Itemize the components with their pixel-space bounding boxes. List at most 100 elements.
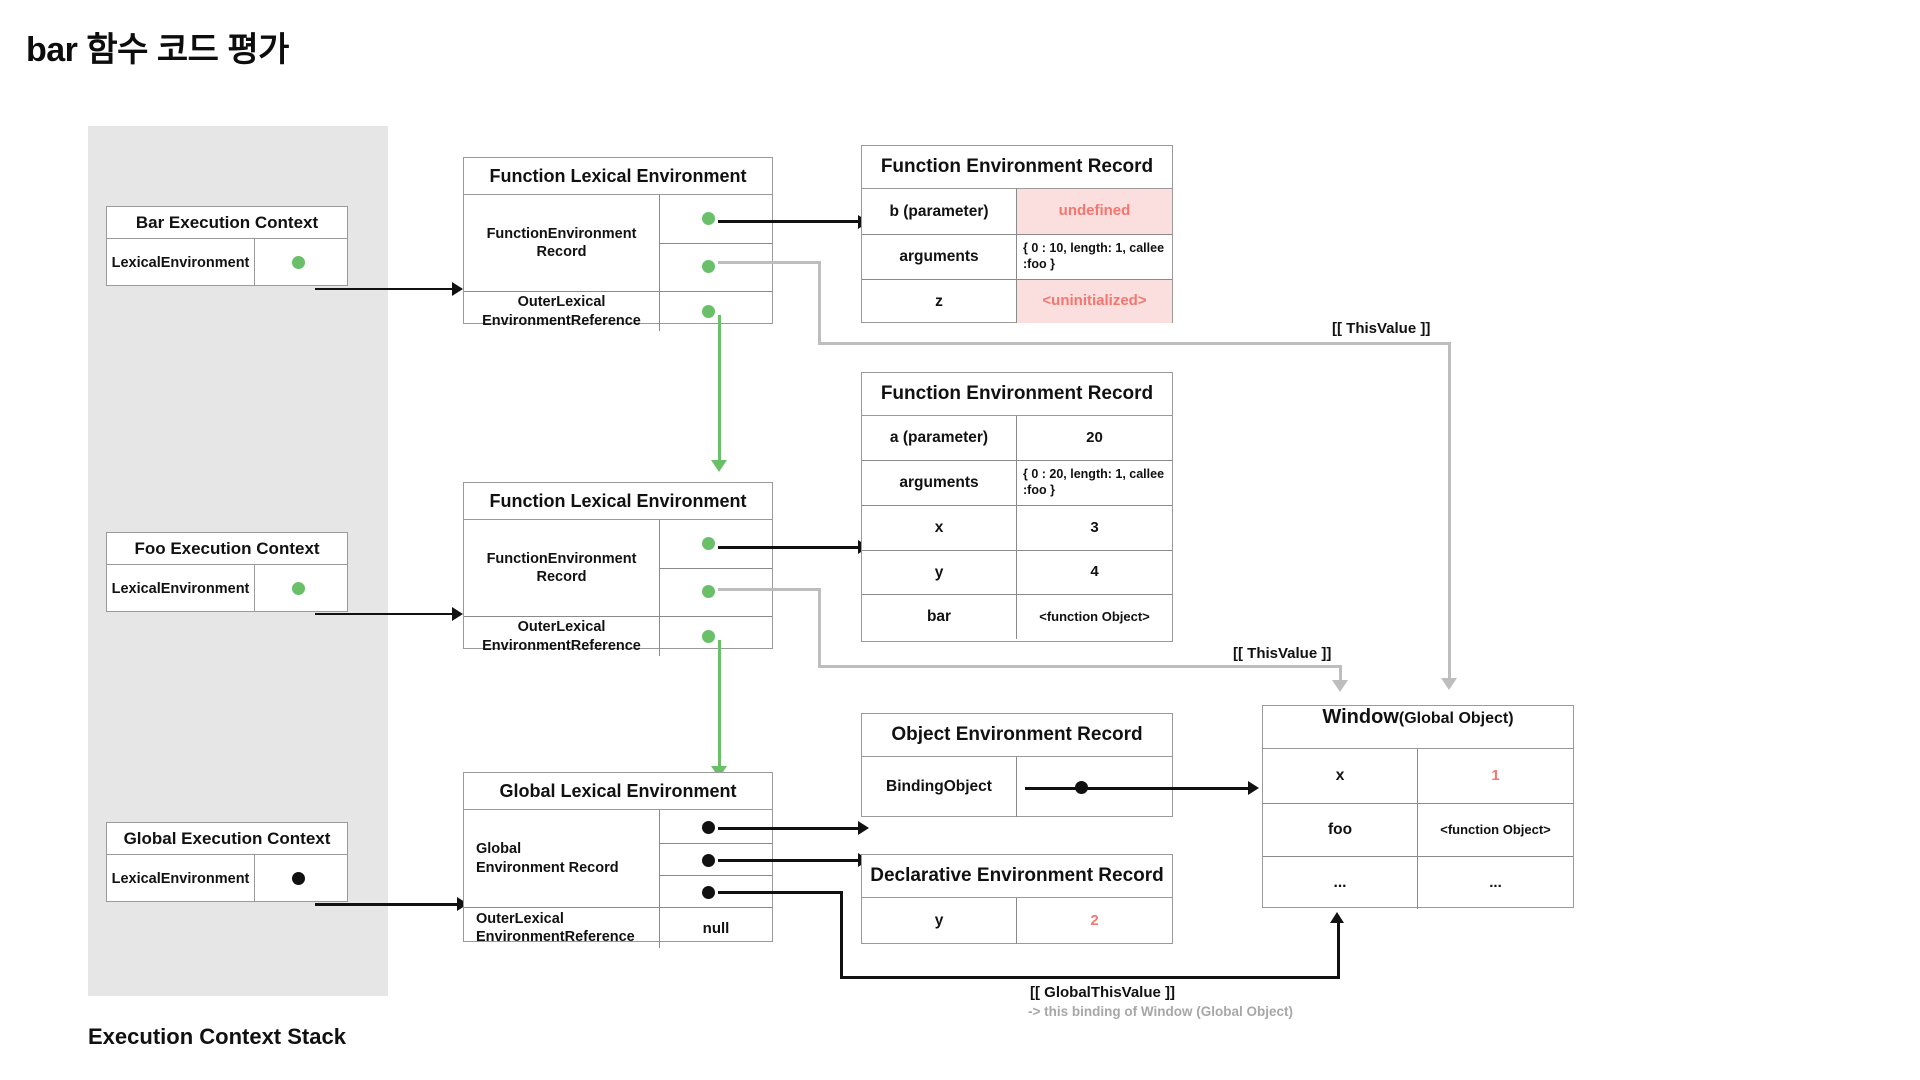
table-row: x 1 bbox=[1263, 749, 1573, 803]
globalthis-line-v1 bbox=[840, 891, 843, 979]
bar-fer-key-2: z bbox=[862, 280, 1017, 323]
declarative-environment-record-box[interactable]: Declarative Environment Record y 2 bbox=[861, 854, 1173, 944]
bar-execution-context-box[interactable]: Bar Execution Context LexicalEnvironment bbox=[106, 206, 348, 286]
foo-fer-val-1: { 0 : 20, length: 1, callee :foo } bbox=[1023, 467, 1165, 497]
foo-fer-title: Function Environment Record bbox=[862, 373, 1172, 416]
connector-bar-outer-to-foo-fle bbox=[718, 315, 721, 463]
window-val-0: 1 bbox=[1491, 766, 1500, 784]
table-row: ... ... bbox=[1263, 856, 1573, 909]
connector-bar-fle-to-record bbox=[718, 220, 863, 223]
foo-lexical-environment-label: LexicalEnvironment bbox=[107, 565, 255, 612]
connector-gle-to-declarative-env-record bbox=[718, 859, 863, 862]
foo-fer-key-1: arguments bbox=[862, 461, 1017, 505]
foo-execution-context-title: Foo Execution Context bbox=[107, 533, 347, 565]
arrowhead-bar-ctx-to-fle-icon bbox=[452, 282, 463, 296]
table-row: a (parameter) 20 bbox=[862, 416, 1172, 460]
this-value-line-foo-h2 bbox=[818, 665, 1341, 668]
bar-fle-record-pointer-cell bbox=[660, 195, 772, 291]
global-execution-context-title: Global Execution Context bbox=[107, 823, 347, 855]
arrowhead-globalthis-icon bbox=[1330, 912, 1344, 923]
gle-outer-value: null bbox=[702, 919, 730, 937]
foo-fer-key-0: a (parameter) bbox=[862, 416, 1017, 460]
foo-fer-key-2: x bbox=[862, 506, 1017, 550]
arrowhead-bindingobject-to-window-icon bbox=[1248, 781, 1259, 795]
declarative-env-record-val-0: 2 bbox=[1090, 911, 1099, 929]
window-key-1: foo bbox=[1263, 804, 1418, 856]
arrowhead-foo-ctx-to-fle-icon bbox=[452, 607, 463, 621]
connector-foo-outer-to-gle bbox=[718, 640, 721, 770]
foo-fer-val-3: 4 bbox=[1090, 563, 1099, 581]
bar-function-environment-record-box[interactable]: Function Environment Record b (parameter… bbox=[861, 145, 1173, 323]
bar-fer-key-1: arguments bbox=[862, 235, 1017, 279]
this-value-line-foo-v2 bbox=[1339, 665, 1342, 685]
this-value-label-mid: [[ ThisValue ]] bbox=[1233, 645, 1332, 662]
black-dot-icon bbox=[702, 821, 715, 834]
foo-function-lexical-environment-box[interactable]: Function Lexical Environment FunctionEnv… bbox=[463, 482, 773, 656]
globalthis-line-h1 bbox=[718, 891, 843, 894]
gle-title: Global Lexical Environment bbox=[464, 773, 772, 810]
window-key-0: x bbox=[1263, 749, 1418, 803]
window-title-sub: (Global Object) bbox=[1398, 710, 1514, 727]
foo-fer-val-2: 3 bbox=[1090, 518, 1099, 536]
foo-fle-title: Function Lexical Environment bbox=[464, 483, 772, 520]
black-dot-icon bbox=[702, 886, 715, 899]
object-env-record-key-0: BindingObject bbox=[862, 757, 1017, 817]
bar-lexical-environment-pointer-cell bbox=[255, 239, 347, 286]
bar-function-lexical-environment-box[interactable]: Function Lexical Environment FunctionEnv… bbox=[463, 157, 773, 331]
foo-execution-context-box[interactable]: Foo Execution Context LexicalEnvironment bbox=[106, 532, 348, 612]
green-dot-icon bbox=[702, 537, 715, 550]
this-value-line-bar-h1 bbox=[718, 261, 821, 264]
table-row: x 3 bbox=[862, 505, 1172, 550]
connector-gle-to-object-env-record bbox=[718, 827, 863, 830]
global-execution-context-box[interactable]: Global Execution Context LexicalEnvironm… bbox=[106, 822, 348, 902]
table-row: BindingObject bbox=[862, 757, 1172, 817]
green-dot-icon bbox=[702, 630, 715, 643]
green-dot-icon bbox=[292, 582, 305, 595]
green-dot-icon bbox=[702, 260, 715, 273]
foo-fer-key-3: y bbox=[862, 551, 1017, 594]
table-row: bar <function Object> bbox=[862, 594, 1172, 639]
bar-fer-val-0: undefined bbox=[1017, 189, 1172, 234]
global-this-value-label: [[ GlobalThisValue ]] bbox=[1030, 984, 1176, 1001]
this-value-line-bar-v1 bbox=[818, 261, 821, 344]
bar-fer-title: Function Environment Record bbox=[862, 146, 1172, 189]
bar-lexical-environment-label: LexicalEnvironment bbox=[107, 239, 255, 286]
globalthis-line-h2 bbox=[840, 976, 1340, 979]
bar-fle-title: Function Lexical Environment bbox=[464, 158, 772, 195]
black-dot-icon bbox=[702, 854, 715, 867]
foo-fle-outer-pointer-cell bbox=[660, 617, 772, 656]
connector-bindingobject-to-window bbox=[1025, 787, 1251, 790]
page-title: bar 함수 코드 평가 bbox=[26, 31, 289, 69]
object-environment-record-box[interactable]: Object Environment Record BindingObject bbox=[861, 713, 1173, 817]
foo-fer-val-4: <function Object> bbox=[1039, 608, 1150, 624]
bar-execution-context-title: Bar Execution Context bbox=[107, 207, 347, 239]
bar-fer-key-0: b (parameter) bbox=[862, 189, 1017, 234]
globalthis-line-v2 bbox=[1337, 923, 1340, 979]
window-global-object-title: Window(Global Object) bbox=[1263, 706, 1573, 749]
foo-fle-record-pointer-cell bbox=[660, 520, 772, 616]
window-val-2: ... bbox=[1489, 873, 1502, 891]
bar-fer-val-2: <uninitialized> bbox=[1017, 280, 1172, 323]
green-dot-icon bbox=[702, 585, 715, 598]
arrowhead-gle-to-object-env-icon bbox=[858, 821, 869, 835]
this-value-line-bar-h2 bbox=[818, 342, 1450, 345]
global-lexical-environment-label: LexicalEnvironment bbox=[107, 855, 255, 902]
window-val-1: <function Object> bbox=[1440, 821, 1551, 837]
arrowhead-this-value-foo-icon bbox=[1332, 680, 1348, 692]
this-value-line-foo-v1 bbox=[818, 588, 821, 667]
this-value-line-bar-v2 bbox=[1448, 342, 1451, 682]
declarative-env-record-title: Declarative Environment Record bbox=[862, 855, 1172, 898]
table-row: foo <function Object> bbox=[1263, 803, 1573, 856]
green-dot-icon bbox=[702, 305, 715, 318]
foo-function-environment-record-box[interactable]: Function Environment Record a (parameter… bbox=[861, 372, 1173, 642]
connector-foo-fle-to-record bbox=[718, 546, 863, 549]
window-global-object-box[interactable]: Window(Global Object) x 1 foo <function … bbox=[1262, 705, 1574, 909]
green-dot-icon bbox=[702, 212, 715, 225]
connector-foo-ctx-to-fle bbox=[315, 613, 455, 615]
